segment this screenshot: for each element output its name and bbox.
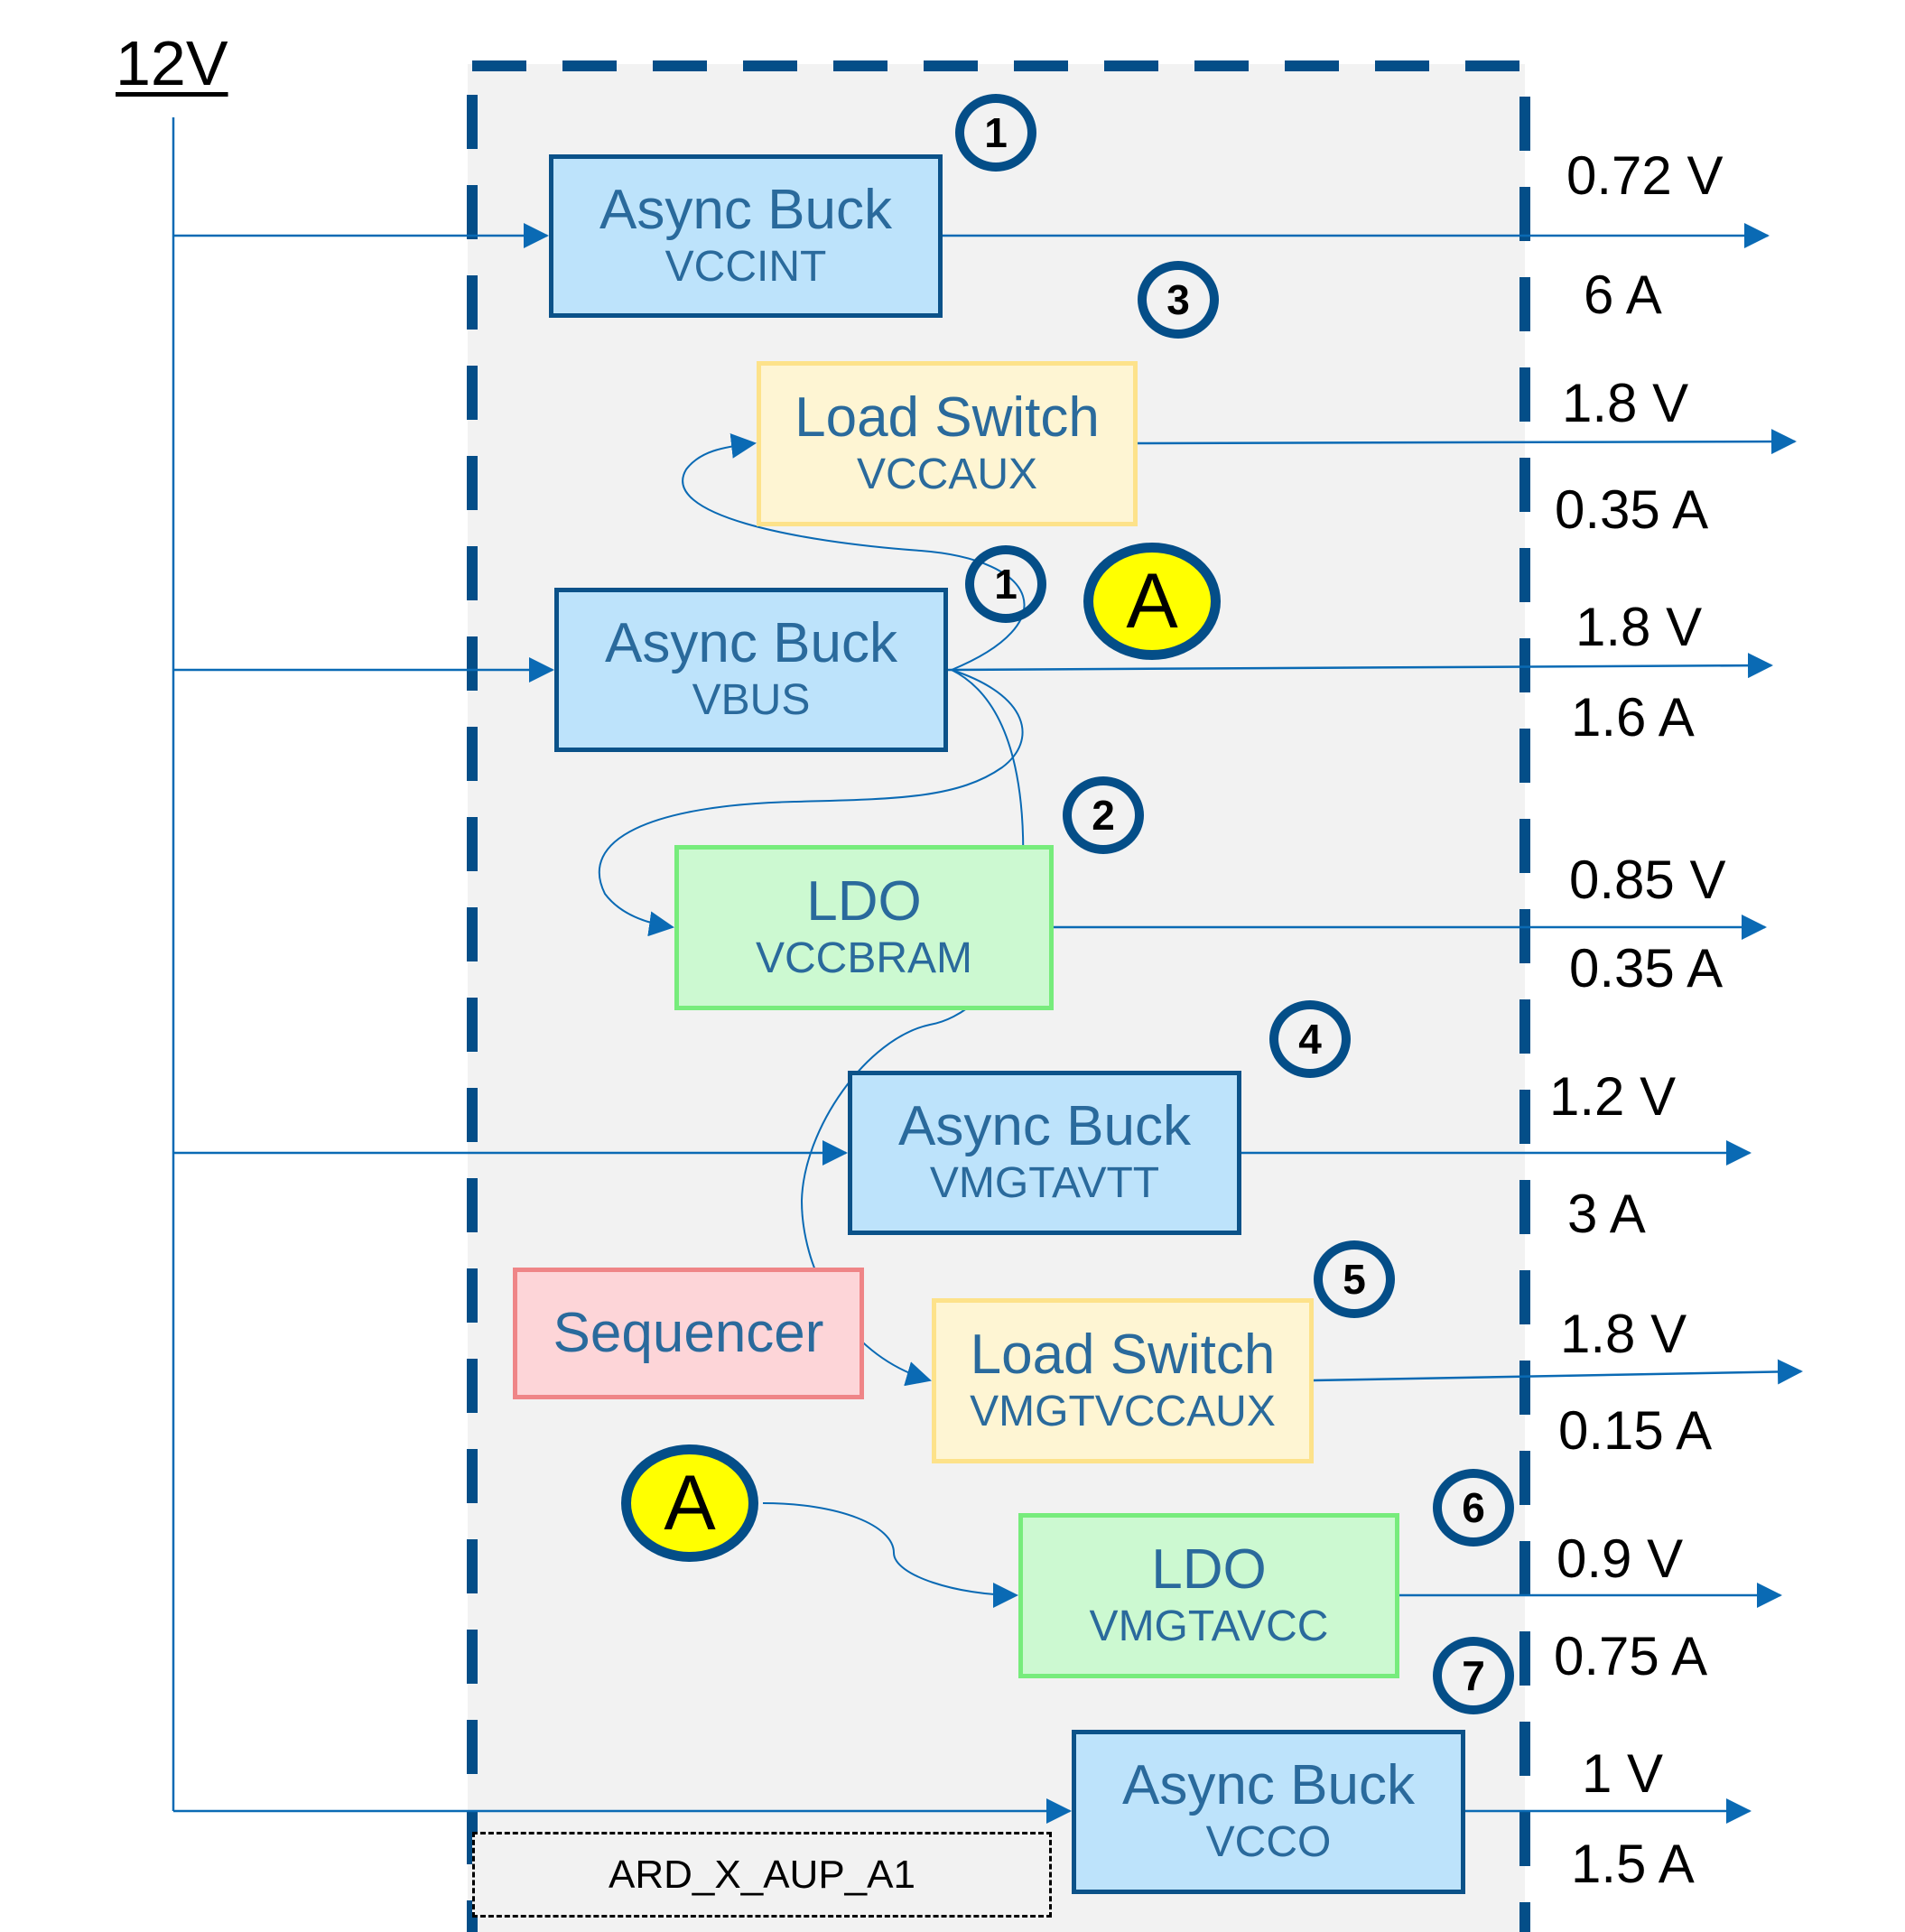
output-current-vmgtvccaux: 0.15 A — [1558, 1400, 1713, 1461]
block-rail: VCCINT — [664, 242, 827, 291]
sequence-badge-vmgtavcc: 6 — [1433, 1469, 1514, 1547]
sequence-badge-vccbram: 2 — [1063, 776, 1144, 854]
block-sequencer: Sequencer — [513, 1268, 864, 1399]
block-rail: VCCAUX — [856, 450, 1038, 498]
block-ldo-vmgtavcc: LDO VMGTAVCC — [1018, 1513, 1399, 1678]
block-type: Async Buck — [898, 1095, 1191, 1158]
block-rail: VCCBRAM — [755, 933, 973, 982]
sequence-badge-vmgtavtt: 4 — [1269, 1000, 1351, 1078]
output-voltage-vbus: 1.8 V — [1575, 597, 1703, 657]
block-type: LDO — [806, 869, 922, 933]
block-type: Async Buck — [1122, 1754, 1415, 1817]
output-voltage-vmgtavcc: 0.9 V — [1557, 1528, 1684, 1589]
output-current-vccaux: 0.35 A — [1555, 479, 1709, 540]
output-voltage-vccaux: 1.8 V — [1562, 373, 1689, 433]
supply-voltage-label: 12V — [116, 28, 228, 98]
block-type: LDO — [1151, 1537, 1267, 1601]
block-rail: VMGTVCCAUX — [970, 1387, 1276, 1435]
sequence-badge-vbus: 1 — [965, 545, 1046, 623]
block-type: Load Switch — [970, 1323, 1276, 1386]
block-type: Async Buck — [605, 612, 897, 675]
block-async-buck-vcco: Async Buck VCCO — [1072, 1730, 1465, 1894]
output-voltage-vccint: 0.72 V — [1566, 145, 1724, 206]
block-rail: VMGTAVCC — [1089, 1602, 1329, 1650]
output-current-vbus: 1.6 A — [1571, 687, 1695, 748]
output-voltage-vmgtvccaux: 1.8 V — [1560, 1304, 1687, 1364]
block-ldo-vccbram: LDO VCCBRAM — [674, 845, 1054, 1010]
sequence-badge-vccint: 1 — [955, 94, 1036, 172]
wire-a-to-vmgtavcc — [762, 1502, 1018, 1608]
output-voltage-vmgtavtt: 1.2 V — [1549, 1066, 1677, 1127]
block-rail: VBUS — [692, 676, 811, 725]
out-vccaux — [1137, 429, 1797, 455]
output-current-vmgtavtt: 3 A — [1567, 1184, 1646, 1244]
block-load-switch-vccaux: Load Switch VCCAUX — [757, 361, 1138, 526]
out-vmgtvccaux — [1313, 1359, 1803, 1385]
out-vbus — [947, 653, 1773, 679]
output-current-vccbram: 0.35 A — [1569, 938, 1724, 999]
block-rail: VCCO — [1205, 1818, 1332, 1867]
sequence-badge-vccaux: 3 — [1138, 261, 1219, 339]
block-async-buck-vmgtavtt: Async Buck VMGTAVTT — [848, 1071, 1241, 1235]
block-rail: VMGTAVTT — [929, 1159, 1160, 1208]
sequence-badge-vcco: 7 — [1433, 1637, 1514, 1714]
connector-badge-a-target: A — [621, 1444, 758, 1562]
board-name-label: ARD_X_AUP_A1 — [472, 1832, 1052, 1918]
output-current-vmgtavcc: 0.75 A — [1554, 1626, 1708, 1686]
output-current-vcco: 1.5 A — [1571, 1834, 1695, 1894]
output-current-vccint: 6 A — [1584, 265, 1662, 325]
sequence-badge-vmgtvccaux: 5 — [1314, 1240, 1395, 1318]
wire-vbus-to-vccbram — [599, 669, 1024, 937]
block-type: Async Buck — [599, 178, 892, 241]
block-async-buck-vccint: Async Buck VCCINT — [549, 154, 943, 318]
block-async-buck-vbus: Async Buck VBUS — [554, 588, 948, 752]
board-border — [467, 60, 1530, 1932]
output-voltage-vcco: 1 V — [1582, 1743, 1664, 1804]
block-type: Load Switch — [795, 385, 1100, 449]
block-load-switch-vmgtvccaux: Load Switch VMGTVCCAUX — [932, 1298, 1314, 1463]
output-voltage-vccbram: 0.85 V — [1569, 850, 1726, 910]
connector-badge-a-source: A — [1083, 543, 1221, 660]
block-type: Sequencer — [553, 1301, 824, 1364]
